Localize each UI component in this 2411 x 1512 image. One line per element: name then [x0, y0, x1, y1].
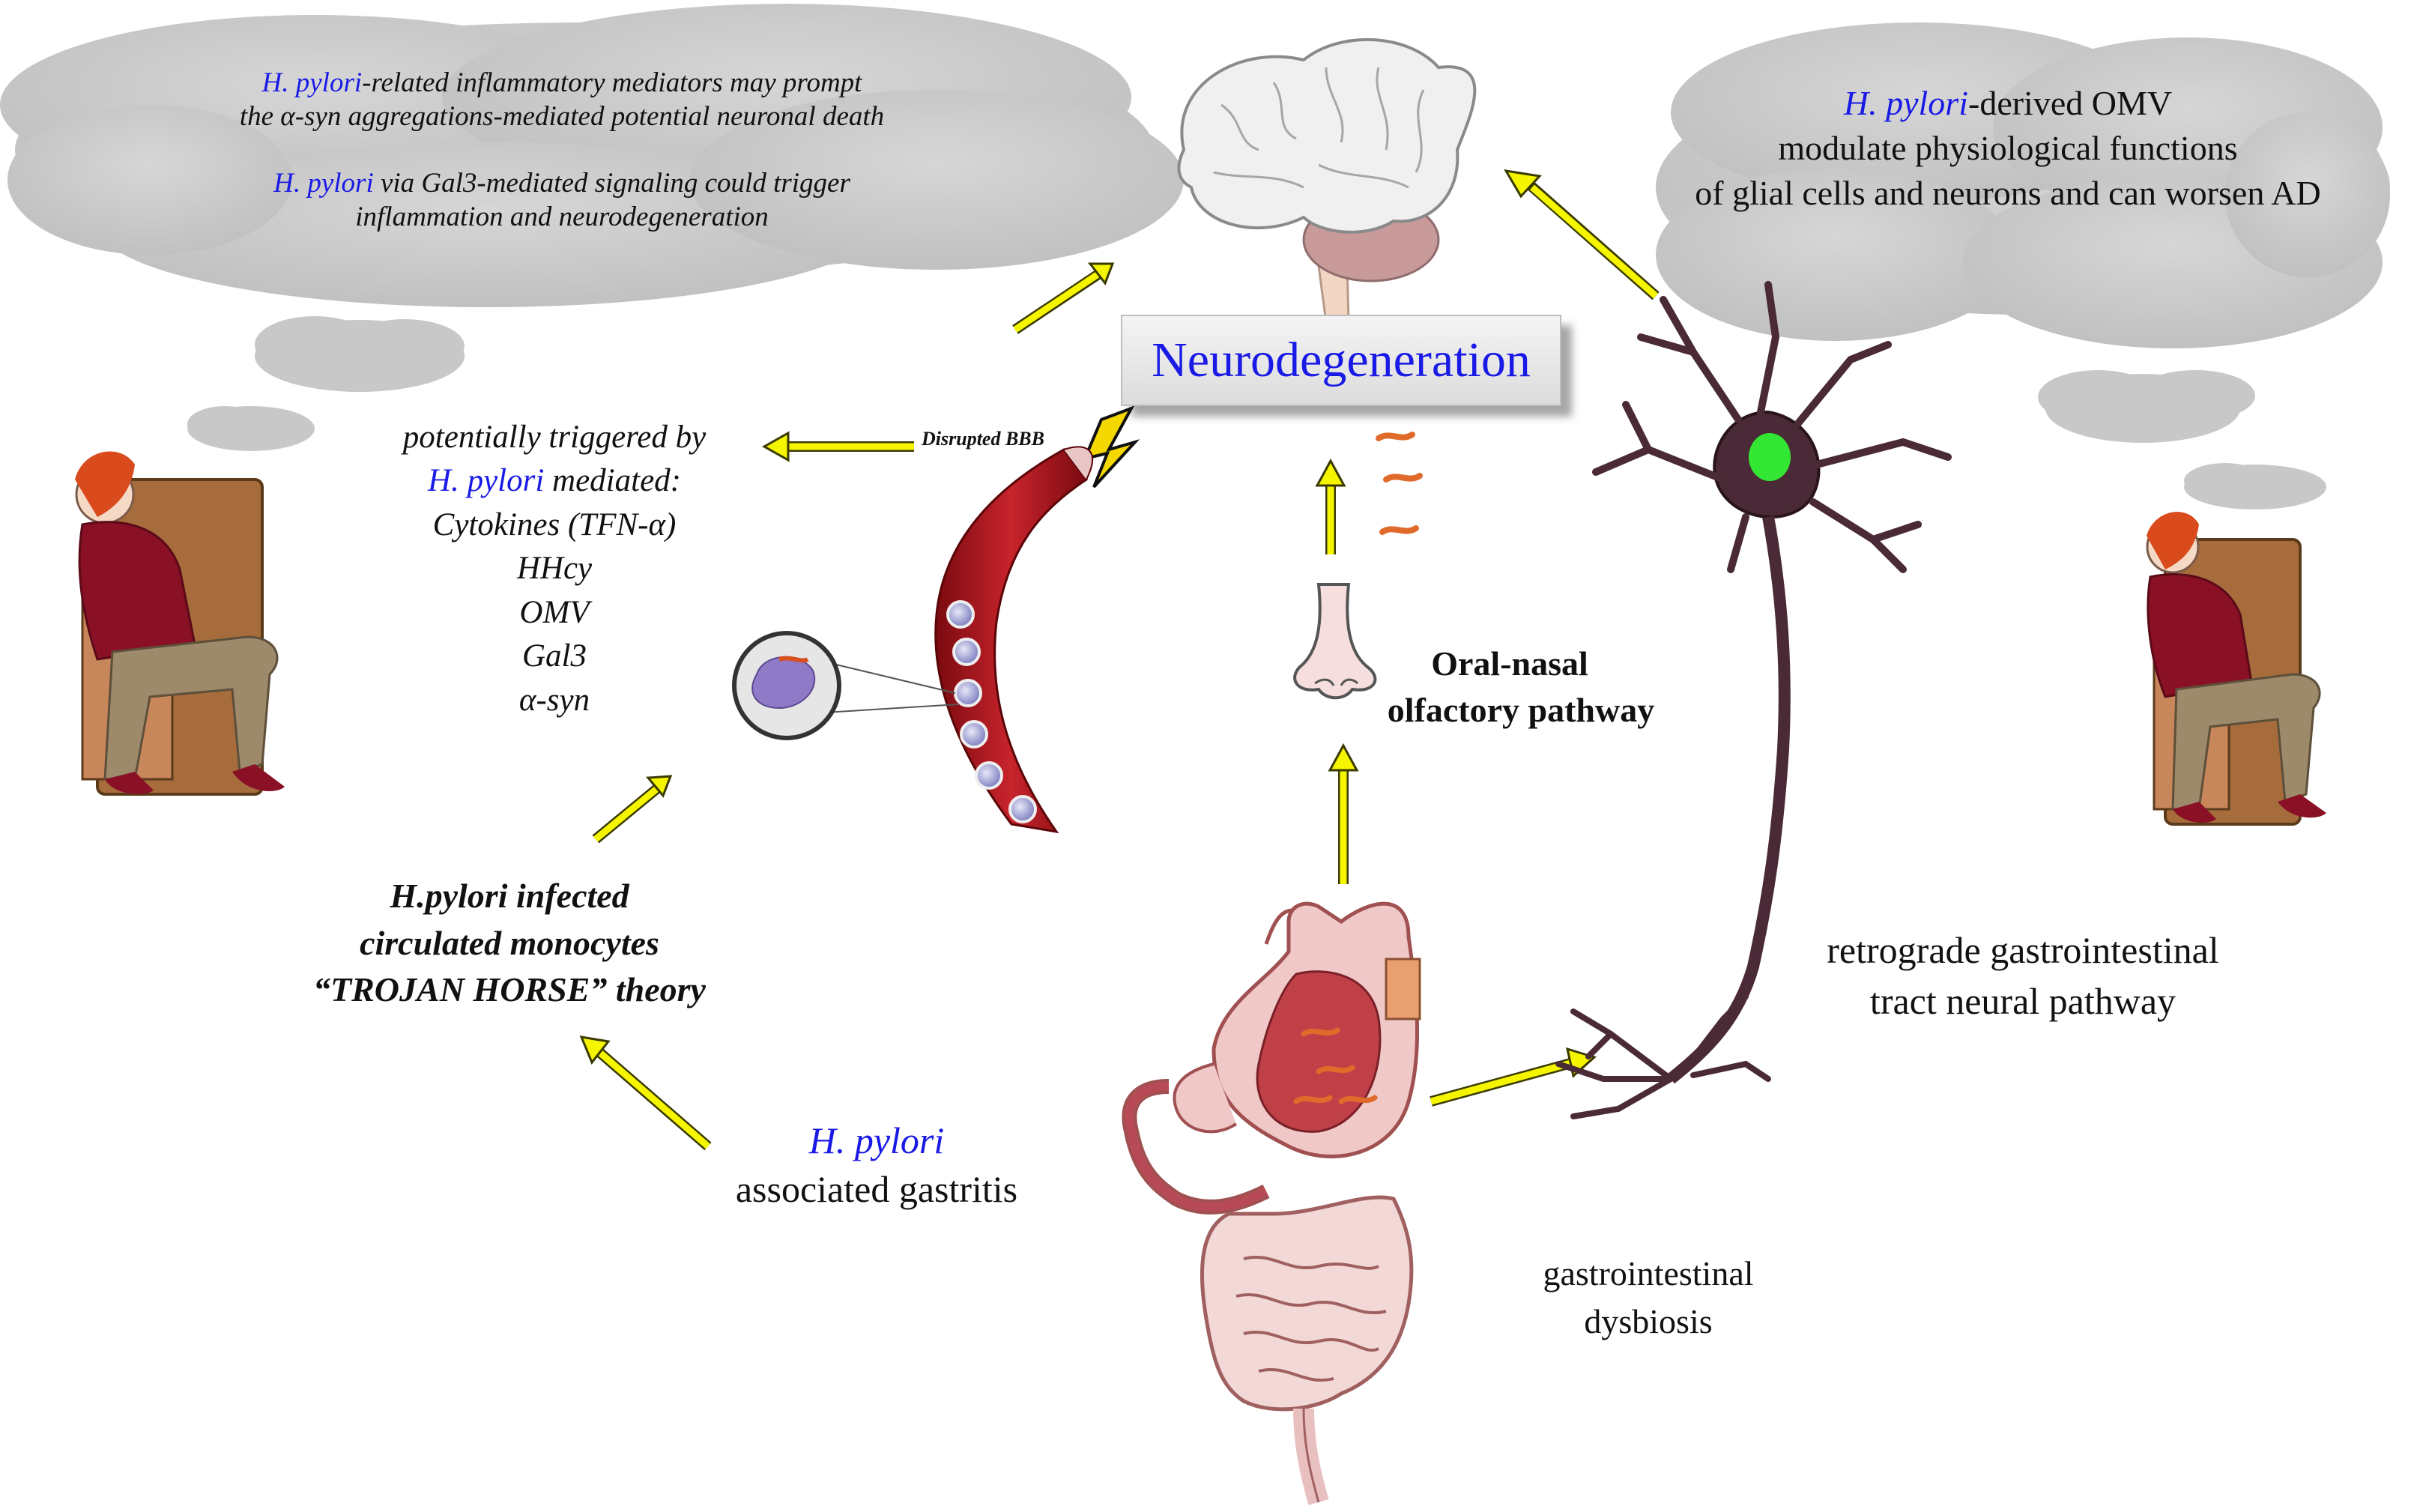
mediators-species: H. pylori [428, 463, 545, 499]
cloud-left-line2: the α-syn aggregations-mediated potentia… [239, 101, 885, 133]
cloud-right [1656, 22, 2390, 348]
page-title: Neurodegeneration [1152, 333, 1531, 387]
dysbiosis-block: gastrointestinal dysbiosis [1491, 1250, 1806, 1346]
figure-left [75, 451, 285, 796]
mediators-block: potentially triggered by H. pylori media… [330, 416, 779, 722]
lightning-icon [1082, 405, 1140, 489]
trojan-block: H.pylori infected circulated monocytes “… [247, 873, 772, 1014]
cloud-right-line3: of glial cells and neurons and can worse… [1695, 173, 2321, 212]
retrograde-line1: retrograde gastrointestinal [1827, 929, 2219, 971]
mediator-item: HHcy [516, 551, 593, 587]
cloud-right-species: H. pylori [1843, 84, 1968, 122]
mediators-heading: potentially triggered by [402, 420, 707, 455]
arrow-gastritis-up [579, 1035, 712, 1151]
intestines-illustration [1200, 1195, 1414, 1505]
bacteria-icons [1376, 432, 1423, 535]
cloud-left-line1: -related inflammatory mediators may prom… [362, 67, 862, 98]
cloud-left-text: H. pylori-related inflammatory mediators… [187, 66, 937, 235]
trojan-line2: circulated monocytes [360, 923, 659, 962]
gastritis-block: H. pylori associated gastritis [674, 1116, 1079, 1214]
olfactory-line1: Oral-nasal [1431, 644, 1588, 683]
arrow-left-cloud [1012, 262, 1115, 334]
blood-vessel [934, 446, 1094, 834]
arrow-stomach-neuron [1430, 1047, 1597, 1107]
cloud-right-text: H. pylori-derived OMV modulate physiolog… [1633, 81, 2383, 215]
cloud-left-line3: via Gal3-mediated signaling could trigge… [373, 168, 850, 199]
gastritis-label: associated gastritis [735, 1168, 1018, 1210]
cloud-left-puff-small [187, 406, 315, 451]
mediators-suffix: mediated: [544, 463, 681, 499]
arrow-bbb [761, 431, 914, 462]
cloud-left [0, 4, 1184, 307]
cloud-left-species-1: H. pylori [261, 67, 363, 98]
gastritis-species: H. pylori [808, 1119, 945, 1161]
arrow-trojan-up [592, 775, 673, 844]
cloud-left-puff-medium [255, 316, 465, 392]
cloud-right-puff-small [2184, 463, 2326, 509]
mediator-item: OMV [519, 594, 590, 630]
dysbiosis-line2: dysbiosis [1584, 1302, 1713, 1341]
brain-illustration [1177, 37, 1477, 324]
title-box: Neurodegeneration [1121, 315, 1561, 406]
olfactory-line2: olfactory pathway [1387, 691, 1655, 730]
olfactory-block: Oral-nasal olfactory pathway [1349, 641, 1693, 734]
cloud-left-species-2: H. pylori [273, 168, 374, 199]
arrow-stomach-up [1328, 743, 1359, 884]
mediator-item: α-syn [518, 682, 590, 718]
mediator-item: Cytokines (TFN-α) [432, 506, 677, 542]
figure-right [2146, 512, 2326, 826]
arrow-nose-up [1315, 458, 1346, 554]
bbb-label: Disrupted BBB [922, 428, 1044, 450]
cloud-right-line2: modulate physiological functions [1778, 128, 2238, 167]
arrow-right-cloud [1504, 169, 1660, 300]
retrograde-block: retrograde gastrointestinal tract neural… [1746, 925, 2300, 1026]
cloud-left-line4: inflammation and neurodegeneration [355, 202, 769, 233]
dysbiosis-line1: gastrointestinal [1543, 1254, 1754, 1292]
stomach-illustration [1122, 901, 1421, 1215]
nose-illustration [1293, 583, 1377, 700]
trojan-line1: H.pylori infected [390, 877, 629, 915]
monocyte-magnified [732, 631, 960, 740]
trojan-line3: “TROJAN HORSE” theory [313, 970, 706, 1009]
retrograde-line2: tract neural pathway [1869, 979, 2176, 1022]
neuron-illustration [1555, 281, 1952, 1119]
cloud-right-puff-medium [2038, 370, 2255, 443]
cloud-right-line1: -derived OMV [1968, 84, 2173, 122]
mediator-item: Gal3 [522, 638, 587, 674]
